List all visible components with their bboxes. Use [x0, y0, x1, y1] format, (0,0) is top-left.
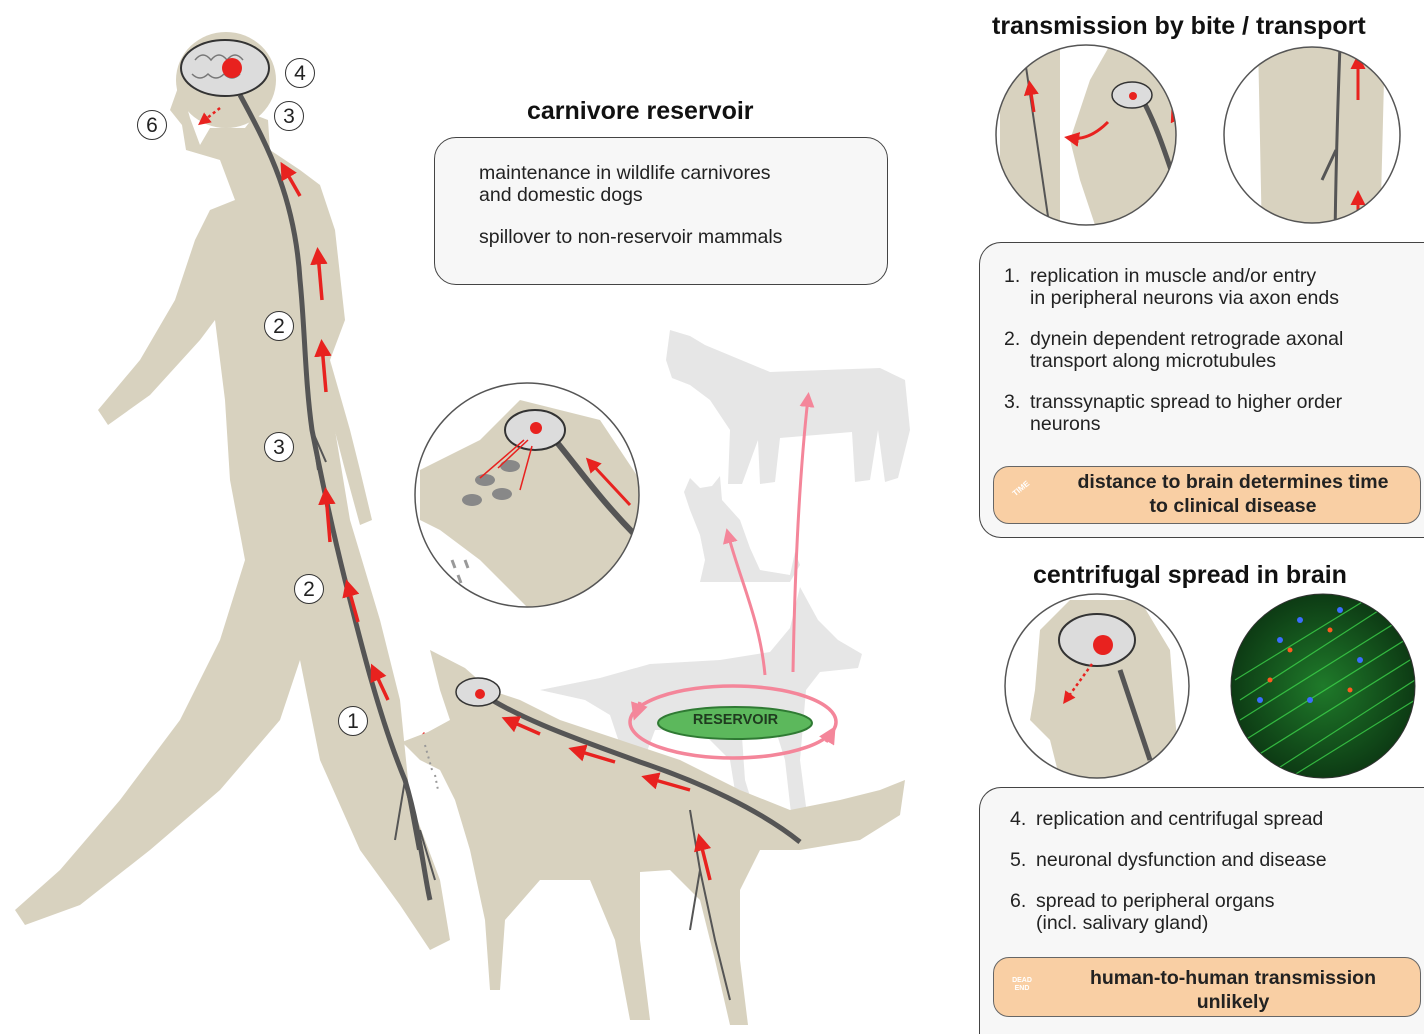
transmission-title: transmission by bite / transport [992, 12, 1366, 41]
step-number: 5. [1010, 849, 1036, 871]
step-number: 3. [1004, 391, 1030, 413]
brain-head-inset [1005, 594, 1189, 780]
cow-silhouette [666, 330, 910, 484]
step-marker-2-upper: 2 [264, 311, 294, 341]
step-marker-6: 6 [137, 110, 167, 140]
step-marker-2-lower: 2 [294, 574, 324, 604]
micrograph-inset [1231, 585, 1415, 790]
step-text: neuronal dysfunction and disease [1036, 849, 1327, 871]
saliva-inset [415, 383, 640, 620]
step-text: replication in muscle and/or entry in pe… [1030, 265, 1339, 309]
human-brain [181, 40, 269, 96]
step-number: 6. [1010, 890, 1036, 912]
dead-end-icon-label: DEAD END [1006, 977, 1038, 993]
reservoir-line-2: spillover to non-reservoir mammals [479, 226, 887, 248]
dog-brain [456, 678, 500, 706]
step-number: 4. [1010, 808, 1036, 830]
step-marker-3-upper: 3 [274, 101, 304, 131]
step-marker-4: 4 [285, 58, 315, 88]
step-marker-3-lower: 3 [264, 432, 294, 462]
step-text: replication and centrifugal spread [1036, 808, 1323, 830]
reservoir-title: carnivore reservoir [527, 97, 754, 126]
nerve-inset [1224, 40, 1400, 240]
step-text: dynein dependent retrograde axonal trans… [1030, 328, 1343, 372]
step-number: 1. [1004, 265, 1030, 287]
reservoir-label: RESERVOIR [658, 712, 813, 728]
time-callout: distance to brain determines time to cli… [993, 466, 1421, 524]
step-text: transsynaptic spread to higher order neu… [1030, 391, 1342, 435]
dead-end-callout: human-to-human transmission unlikely [993, 957, 1421, 1017]
step-text: spread to peripheral organs (incl. saliv… [1036, 890, 1275, 934]
step-marker-1: 1 [338, 706, 368, 736]
centrifugal-title: centrifugal spread in brain [1033, 561, 1347, 590]
reservoir-box: maintenance in wildlife carnivores and d… [434, 137, 888, 285]
bite-inset [996, 40, 1190, 240]
step-number: 2. [1004, 328, 1030, 350]
human-figure [15, 32, 450, 950]
cat-silhouette [684, 476, 800, 582]
reservoir-line-1: maintenance in wildlife carnivores and d… [479, 162, 887, 206]
